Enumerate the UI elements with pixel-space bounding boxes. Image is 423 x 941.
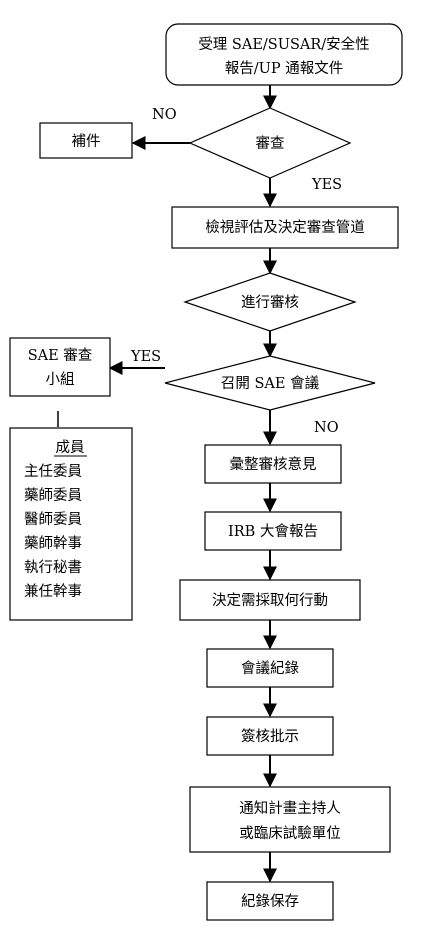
start-label-line1: 受理 SAE/SUSAR/安全性 [198, 35, 369, 53]
approve-node: 簽核批示 [206, 716, 334, 756]
member-item: 藥師委員 [24, 487, 82, 504]
decide-action-node: 決定需採取何行動 [179, 579, 361, 621]
decide-action-label: 決定需採取何行動 [212, 592, 328, 609]
compile-opinions-node: 彙整審核意見 [204, 444, 342, 484]
archive-node: 紀錄保存 [206, 881, 334, 921]
no-label-2: NO [314, 420, 339, 436]
members-panel: 成員 主任委員 藥師委員 醫師委員 藥師幹事 執行秘書 兼任幹事 [9, 427, 133, 621]
yes-label-2: YES [130, 349, 161, 365]
start-label-line2: 報告/UP 通報文件 [225, 60, 343, 77]
irb-report-node: IRB 大會報告 [204, 511, 342, 551]
conduct-review-label: 進行審核 [241, 294, 299, 311]
meeting-decision: 召開 SAE 會議 [164, 355, 376, 411]
evaluate-label: 檢視評估及決定審查管道 [205, 219, 365, 236]
sae-group-line2: 小組 [46, 371, 75, 388]
evaluate-node: 檢視評估及決定審查管道 [171, 206, 399, 249]
notify-label-line2: 或臨床試驗單位 [239, 825, 341, 842]
review-label: 審查 [256, 135, 285, 152]
members-title: 成員 [56, 439, 85, 456]
member-item: 醫師委員 [24, 511, 82, 528]
supplement-node: 補件 [39, 122, 133, 159]
review-decision: 審查 [188, 107, 352, 179]
conduct-review-decision: 進行審核 [183, 272, 357, 332]
archive-label: 紀錄保存 [241, 892, 299, 910]
start-node: 受理 SAE/SUSAR/安全性 報告/UP 通報文件 [165, 23, 403, 86]
member-item: 藥師幹事 [24, 534, 82, 552]
notify-label-line1: 通知計畫主持人 [239, 800, 341, 817]
no-label-1: NO [152, 107, 177, 123]
meeting-label: 召開 SAE 會議 [221, 374, 320, 392]
compile-opinions-label: 彙整審核意見 [230, 455, 317, 473]
sae-group-node: SAE 審查 小組 [9, 337, 111, 397]
minutes-label: 會議紀錄 [241, 659, 299, 677]
notify-node: 通知計畫主持人 或臨床試驗單位 [189, 786, 391, 853]
member-item: 兼任幹事 [24, 582, 82, 600]
member-item: 執行秘書 [24, 559, 82, 576]
yes-label-1: YES [311, 177, 342, 193]
member-item: 主任委員 [24, 463, 82, 480]
irb-report-label: IRB 大會報告 [228, 523, 318, 540]
approve-label: 簽核批示 [241, 727, 299, 745]
supplement-label: 補件 [72, 133, 101, 150]
minutes-node: 會議紀錄 [206, 648, 334, 688]
sae-group-line1: SAE 審查 [28, 347, 93, 364]
